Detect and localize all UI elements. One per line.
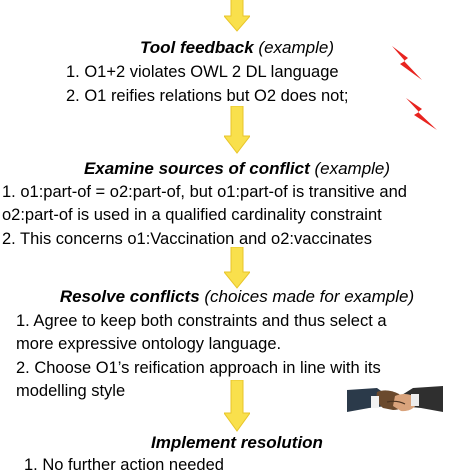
step-title-bold: Tool feedback: [140, 38, 254, 57]
step-title-note: (example): [314, 159, 391, 178]
step-line: 1. o1:part-of = o2:part-of, but o1:part-…: [2, 183, 407, 201]
lightning-bolt-icon: [406, 98, 437, 130]
step-title-note: (example): [258, 38, 334, 57]
down-arrow-icon: [224, 380, 250, 432]
step-line: 1. No further action needed: [24, 456, 224, 474]
lightning-bolt-icon: [392, 46, 422, 80]
step-title-bold: Examine sources of conflict: [83, 159, 310, 178]
step-line: more expressive ontology language.: [16, 335, 282, 353]
down-arrow-icon: [224, 247, 250, 289]
step-line: 2. This concerns o1:Vaccination and o2:v…: [2, 230, 372, 248]
handshake-icon: [347, 386, 443, 412]
step-line: modelling style: [16, 382, 126, 400]
step-title-tool-feedback: Tool feedback (example): [0, 38, 474, 58]
step-title-resolve-conflicts: Resolve conflicts (choices made for exam…: [0, 287, 474, 307]
step-line: 2. Choose O1’s reification approach in l…: [16, 359, 381, 377]
step-line: 2. O1 reifies relations but O2 does not;: [66, 87, 349, 105]
step-title-note: (choices made for example): [204, 287, 415, 306]
step-line: o2:part-of is used in a qualified cardin…: [2, 206, 382, 224]
step-title-bold: Implement resolution: [151, 433, 323, 452]
step-line: 1. O1+2 violates OWL 2 DL language: [66, 63, 339, 81]
down-arrow-icon: [224, 0, 250, 32]
step-line: 1. Agree to keep both constraints and th…: [16, 312, 387, 330]
step-title-implement-resolution: Implement resolution: [0, 433, 474, 453]
step-title-bold: Resolve conflicts: [59, 287, 200, 306]
step-title-examine-sources: Examine sources of conflict (example): [0, 159, 474, 179]
down-arrow-icon: [224, 106, 250, 154]
